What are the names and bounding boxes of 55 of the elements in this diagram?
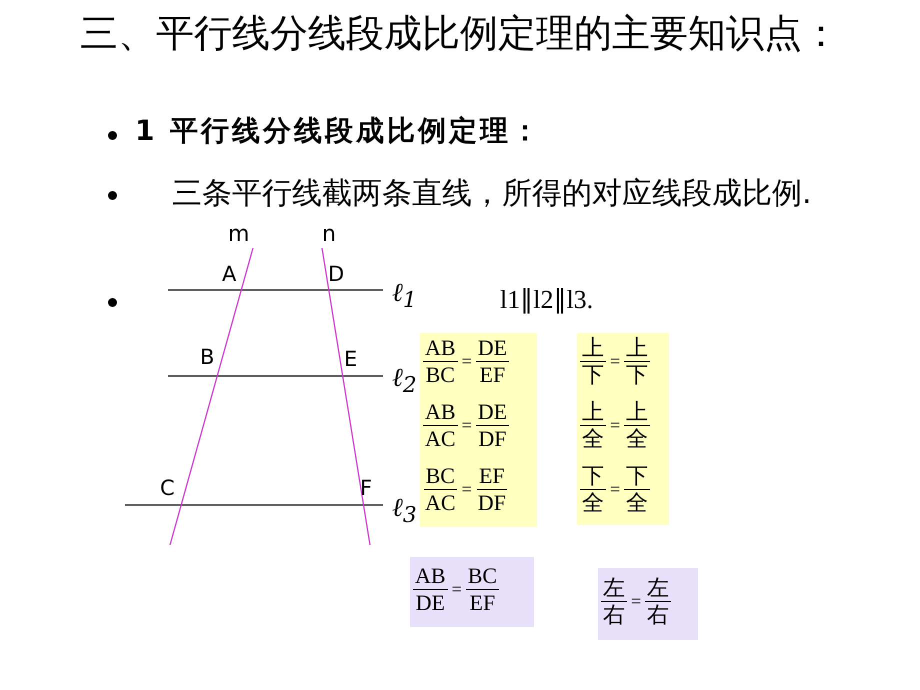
line-name: ℓ$_{1}$ [392,278,417,314]
formula-term: DF [476,490,507,516]
line-name: m [228,222,250,247]
line-name: ℓ$_{2}$ [392,363,417,398]
formula-term: 下 [625,362,650,388]
formula-term: 下 [624,463,650,490]
formula-term: BC [466,563,500,590]
formula-term: 上 [580,335,606,362]
equals-sign: = [610,351,620,372]
formula-term: AB [423,335,458,362]
theorem-statement: 三条平行线截两条直线，所得的对应线段成比例. [171,175,813,213]
formula-term: DE [414,590,446,616]
formula-term: AB [413,563,448,590]
formula-term: EF [478,362,506,388]
formula-term: BC [424,362,456,388]
formula-term: 左 [601,575,627,602]
formula-term: 下 [581,362,605,388]
equals-sign: = [462,351,472,372]
formula-term: 全 [581,426,605,452]
equals-sign: = [462,415,472,436]
equals-sign: = [462,479,472,500]
equals-sign: = [610,415,620,436]
theorem-heading: 1 平行线分线段成比例定理： [135,113,542,149]
formula-term: 上 [624,335,650,362]
formula-term: AC [424,426,457,452]
formula-term: AC [424,490,457,516]
slide-title: 三、平行线分线段成比例定理的主要知识点： [79,10,841,57]
formula-term: 右 [602,602,626,628]
formula-term: EF [476,463,507,490]
formula-term: AB [423,399,458,426]
point-label: F [360,476,372,500]
formula-term: 下 [580,463,606,490]
point-label: E [344,347,358,371]
formula-term: 上 [580,399,606,426]
formula-term: DE [476,399,510,426]
formula-term: 全 [581,490,605,516]
formula-term: 全 [625,490,650,516]
formula-term: BC [424,463,457,490]
point-label: D [328,262,344,286]
formula-term: DF [477,426,508,452]
formula-term: 上 [624,399,650,426]
formula-term: DE [476,335,510,362]
equals-sign: = [452,579,462,600]
point-label: B [200,345,214,369]
formula-term: 全 [625,426,650,452]
line-name: n [322,222,336,247]
parallel-statement: l1∥l2∥l3. [500,284,594,315]
equals-sign: = [631,591,642,612]
point-label: C [160,476,175,500]
formula-term: 右 [646,602,670,628]
equals-sign: = [610,479,620,500]
line-name: ℓ$_{3}$ [392,493,417,528]
formula-term: EF [468,590,496,616]
point-label: A [222,262,236,286]
formula-term: 左 [645,575,672,602]
